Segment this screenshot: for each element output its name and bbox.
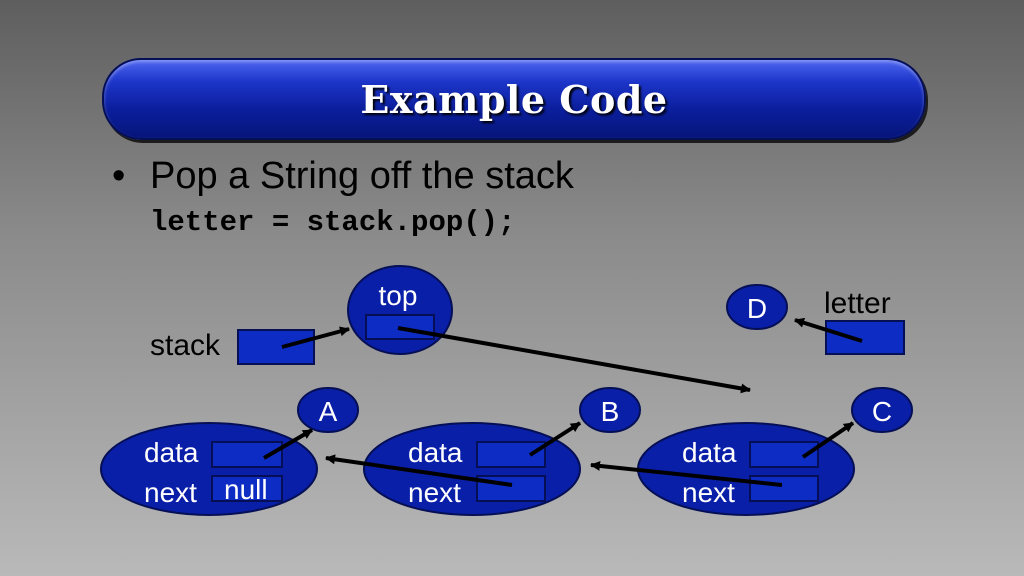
stack-to-top-arrow — [281, 326, 350, 349]
node-b-next-arrow — [325, 454, 513, 487]
popped-value-node — [726, 284, 788, 330]
node-c-next-box — [749, 475, 819, 502]
top-label: top — [379, 280, 418, 311]
node-a-next-label: next — [144, 477, 197, 508]
value-b-label: B — [601, 396, 620, 427]
node-c-data-label: data — [682, 437, 737, 468]
value-c-label: C — [872, 396, 892, 427]
node-b-data-label: data — [408, 437, 463, 468]
bullet-text: Pop a String off the stack — [150, 155, 574, 197]
stack-reference-box — [237, 329, 315, 365]
code-snippet: letter = stack.pop(); — [150, 206, 516, 239]
node-a-data-box — [211, 441, 283, 468]
stack-label: stack — [150, 329, 221, 362]
letter-label: letter — [824, 287, 891, 320]
value-a-label: A — [319, 396, 338, 427]
node-c — [637, 422, 855, 516]
slide-title: Example Code — [360, 76, 668, 122]
node-a — [100, 422, 318, 516]
value-b-node — [579, 387, 641, 433]
node-a-data-label: data — [144, 437, 199, 468]
node-a-data-arrow — [262, 428, 314, 460]
node-c-next-arrow — [590, 460, 783, 487]
bullet-marker: • — [112, 155, 126, 197]
bullet-point: • Pop a String off the stack — [112, 155, 574, 198]
node-b-next-label: next — [408, 477, 461, 508]
node-b-data-arrow — [528, 421, 582, 457]
letter-to-d-arrow — [794, 317, 863, 343]
node-b-data-box — [476, 441, 546, 468]
node-a-next-box — [211, 475, 283, 502]
letter-reference-box — [825, 320, 905, 355]
top-to-node-c-arrow — [397, 326, 751, 394]
value-c-node — [851, 387, 913, 433]
node-a-next-value: null — [224, 474, 268, 505]
title-banner: Example Code — [102, 58, 926, 140]
node-c-data-arrow — [801, 421, 855, 459]
popped-value-label: D — [747, 293, 767, 324]
node-c-next-label: next — [682, 477, 735, 508]
value-a-node — [297, 387, 359, 433]
